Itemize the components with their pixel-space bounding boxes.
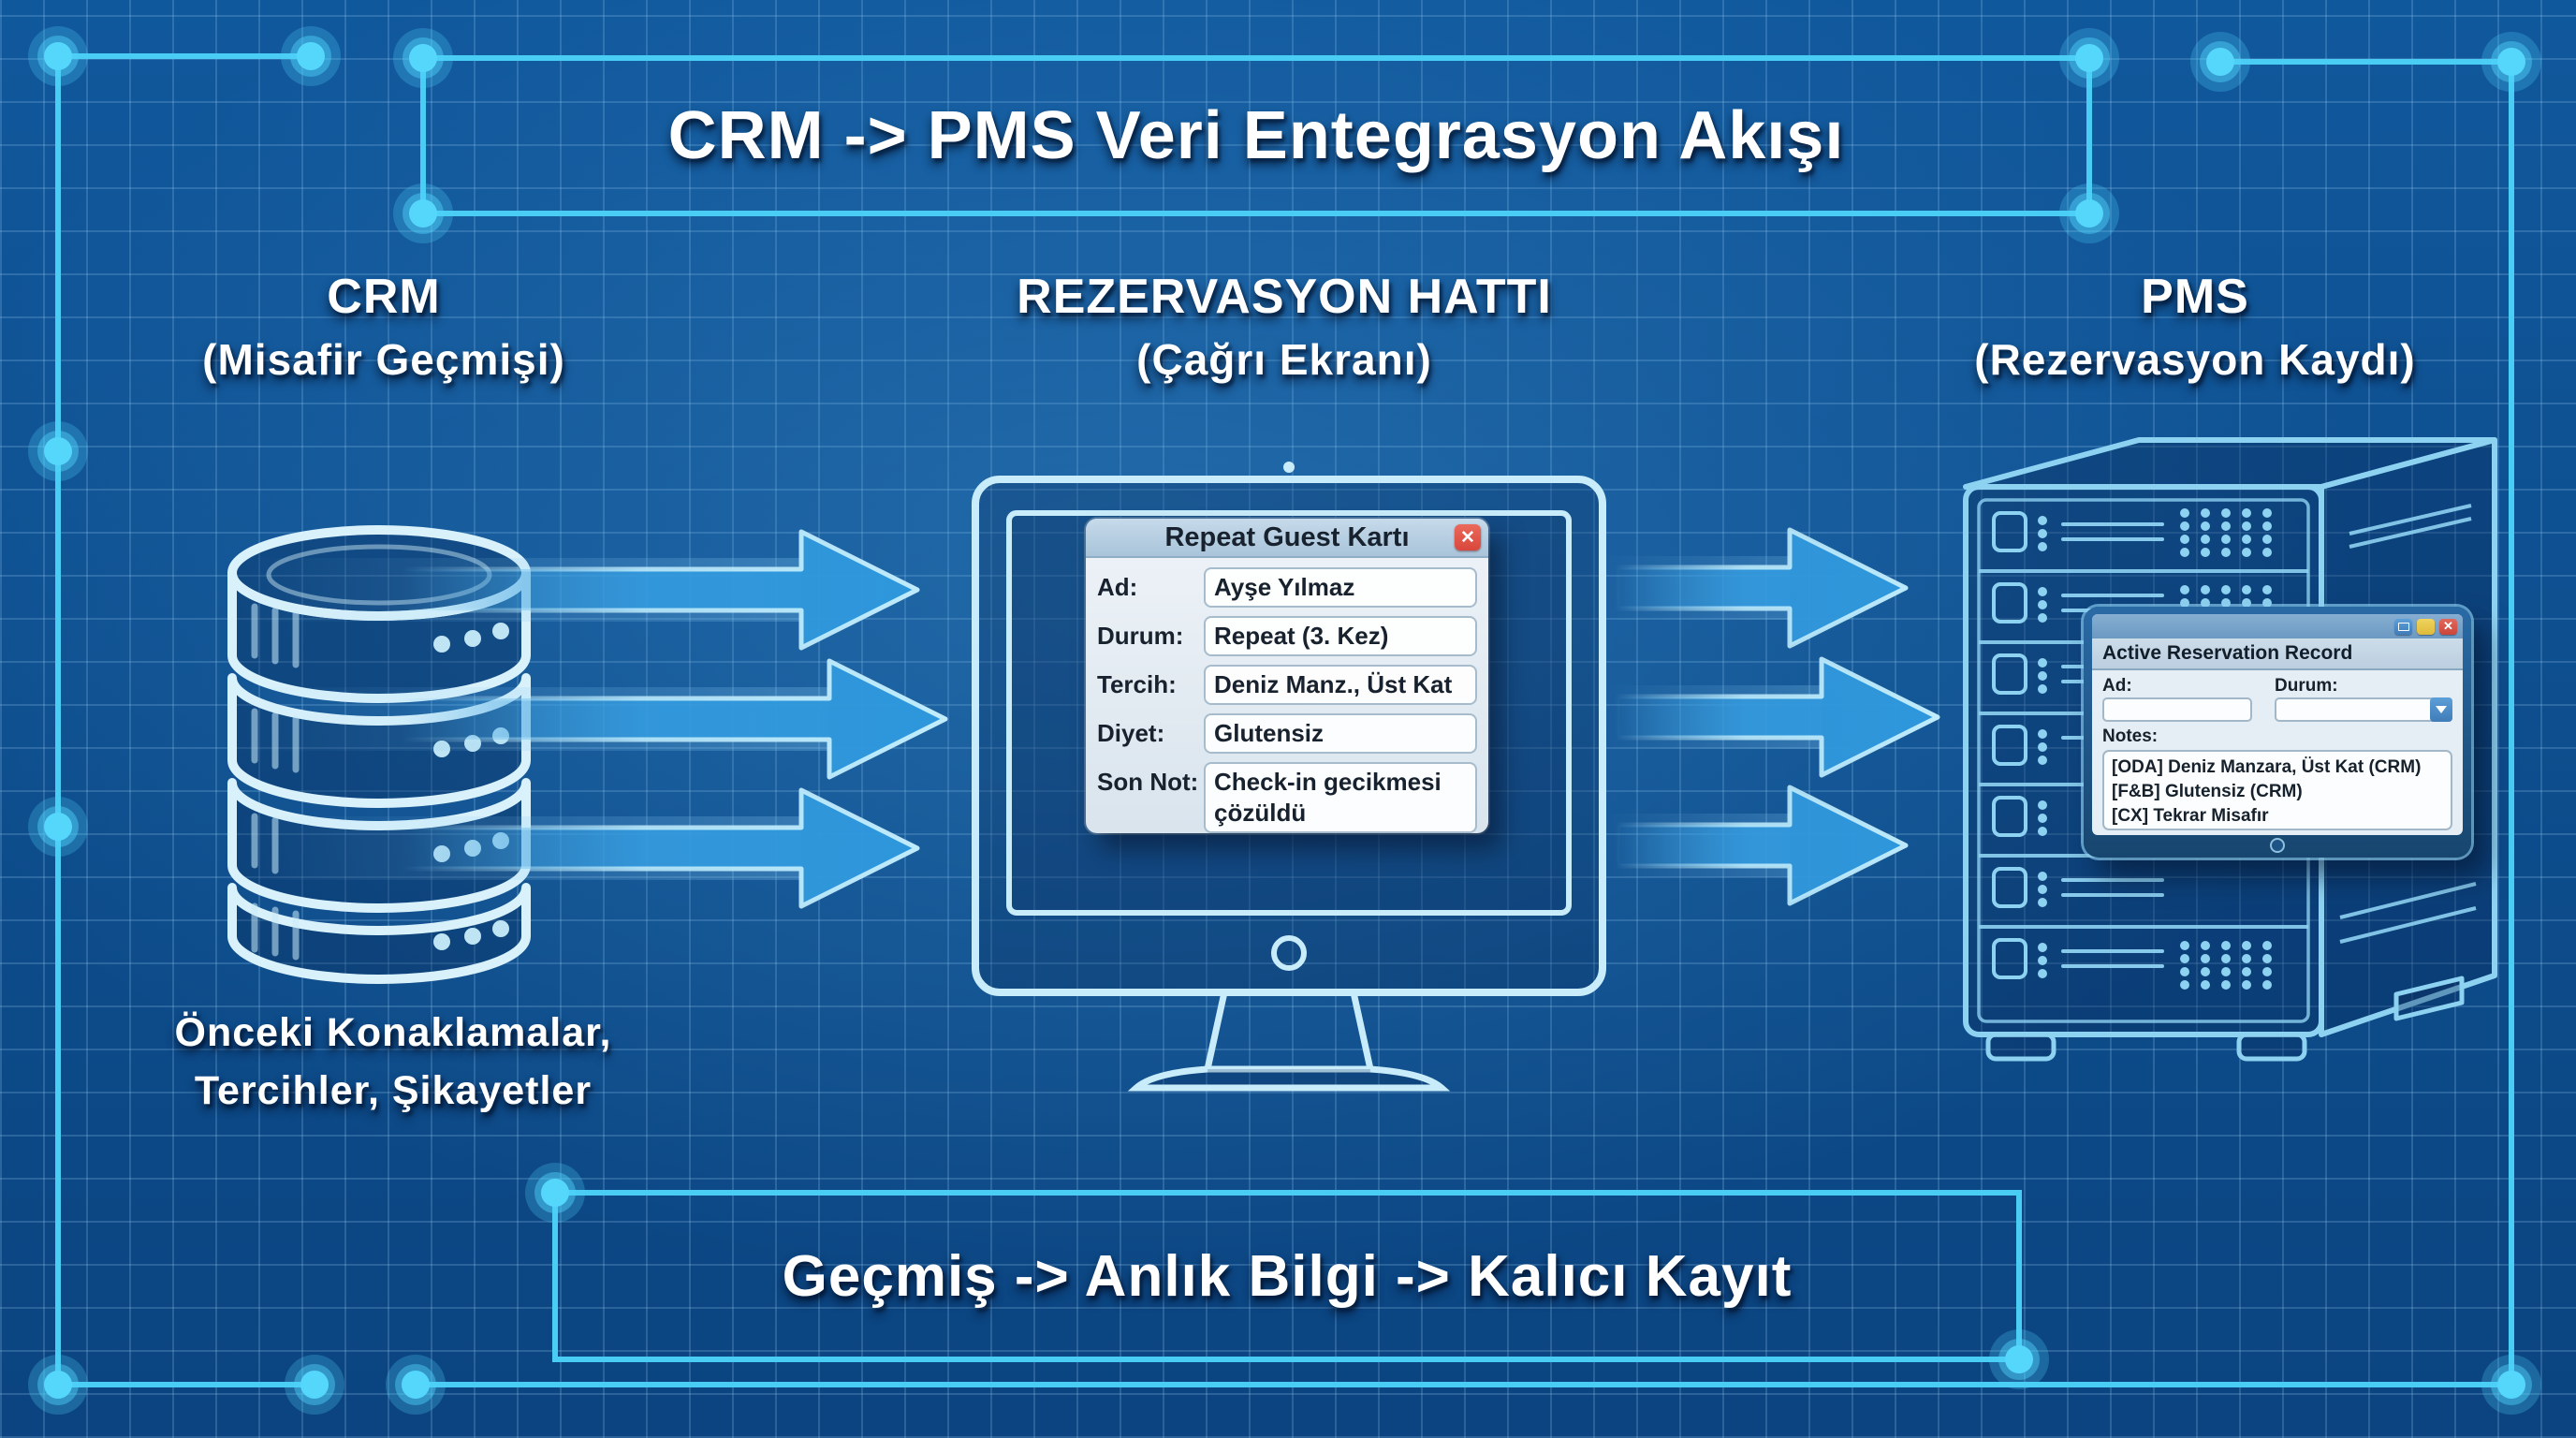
guest-card-title: Repeat Guest Kartı bbox=[1164, 521, 1410, 552]
field-label-ad: Ad: bbox=[1097, 573, 1138, 601]
database-icon bbox=[227, 525, 531, 984]
restore-button-icon[interactable] bbox=[2417, 618, 2435, 635]
reservation-window-body: ✕ Active Reservation Record Ad: Durum: bbox=[2092, 614, 2463, 835]
pms-column-heading: PMS (Rezervasyon Kaydı) bbox=[1933, 264, 2457, 389]
crm-caption: Önceki Konaklamalar, Tercihler, Şikayetl… bbox=[94, 1004, 693, 1120]
field-input-diyet[interactable]: Glutensiz bbox=[1204, 713, 1477, 754]
reservation-window-titlebar: ✕ bbox=[2092, 614, 2463, 638]
field-input-tercih[interactable]: Deniz Manz., Üst Kat bbox=[1204, 665, 1477, 705]
arrows-crm-to-screen bbox=[234, 529, 948, 909]
field-label-tercih: Tercih: bbox=[1097, 670, 1177, 698]
note-line: [F&B] Glutensiz (CRM) bbox=[2112, 782, 2303, 801]
field-label-durum: Durum: bbox=[1097, 622, 1184, 650]
field-label-sonnot: Son Not: bbox=[1097, 768, 1199, 796]
crm-column-heading: CRM (Misafir Geçmişi) bbox=[122, 264, 646, 389]
repeat-guest-card-window: Repeat Guest Kartı ✕ Ad: Ayşe Yılmaz Dur… bbox=[1086, 519, 1488, 833]
page-title: CRM -> PMS Veri Entegrasyon Akışı bbox=[667, 98, 1845, 173]
guest-card-body: Ad: Ayşe Yılmaz Durum: Repeat (3. Kez) T… bbox=[1086, 558, 1488, 833]
arrows-screen-to-pms bbox=[1603, 527, 1940, 906]
crm-subtitle: (Misafir Geçmişi) bbox=[202, 335, 565, 384]
ad-input[interactable] bbox=[2102, 697, 2252, 722]
pms-title: PMS bbox=[2141, 270, 2249, 324]
chevron-down-icon[interactable] bbox=[2430, 697, 2452, 722]
guest-card-row: Son Not: Check-in gecikmesi çözüldü bbox=[1097, 762, 1477, 833]
crm-caption-line2: Tercihler, Şikayetler bbox=[194, 1068, 593, 1113]
notes-label: Notes: bbox=[2102, 726, 2159, 746]
pms-subtitle: (Rezervasyon Kaydı) bbox=[1974, 335, 2416, 384]
field-input-sonnot[interactable]: Check-in gecikmesi çözüldü bbox=[1204, 762, 1477, 833]
durum-label: Durum: bbox=[2275, 676, 2338, 696]
active-reservation-window: ✕ Active Reservation Record Ad: Durum: bbox=[2084, 607, 2471, 858]
bezel-dot-icon bbox=[2270, 838, 2285, 853]
field-input-durum[interactable]: Repeat (3. Kez) bbox=[1204, 616, 1477, 656]
guest-card-row: Diyet: Glutensiz bbox=[1097, 713, 1477, 754]
crm-title: CRM bbox=[327, 270, 441, 324]
durum-dropdown[interactable] bbox=[2275, 697, 2452, 722]
notes-textarea[interactable]: [ODA] Deniz Manzara, Üst Kat (CRM) [F&B]… bbox=[2102, 750, 2452, 830]
reservation-title: REZERVASYON HATTI bbox=[1017, 270, 1552, 324]
reservation-column-heading: REZERVASYON HATTI (Çağrı Ekranı) bbox=[961, 264, 1607, 389]
monitor-glyph-icon bbox=[2397, 622, 2409, 631]
note-line: [ODA] Deniz Manzara, Üst Kat (CRM) bbox=[2112, 757, 2422, 777]
guest-card-row: Tercih: Deniz Manz., Üst Kat bbox=[1097, 665, 1477, 705]
close-icon[interactable]: ✕ bbox=[1455, 524, 1481, 550]
crm-caption-line1: Önceki Konaklamalar, bbox=[174, 1010, 612, 1055]
reservation-window-title: Active Reservation Record bbox=[2092, 638, 2463, 670]
ad-label: Ad: bbox=[2102, 676, 2132, 696]
note-line: [CX] Tekrar Misafır bbox=[2112, 806, 2269, 826]
reservation-subtitle: (Çağrı Ekranı) bbox=[1136, 335, 1432, 384]
close-icon[interactable]: ✕ bbox=[2439, 618, 2457, 635]
window-button-icon[interactable] bbox=[2394, 618, 2412, 635]
field-input-ad[interactable]: Ayşe Yılmaz bbox=[1204, 567, 1477, 608]
field-label-diyet: Diyet: bbox=[1097, 719, 1165, 747]
guest-card-row: Durum: Repeat (3. Kez) bbox=[1097, 616, 1477, 656]
guest-card-row: Ad: Ayşe Yılmaz bbox=[1097, 567, 1477, 608]
guest-card-titlebar: Repeat Guest Kartı ✕ bbox=[1086, 519, 1488, 558]
footer-banner: Geçmiş -> Anlık Bilgi -> Kalıcı Kayıt bbox=[782, 1243, 1793, 1309]
